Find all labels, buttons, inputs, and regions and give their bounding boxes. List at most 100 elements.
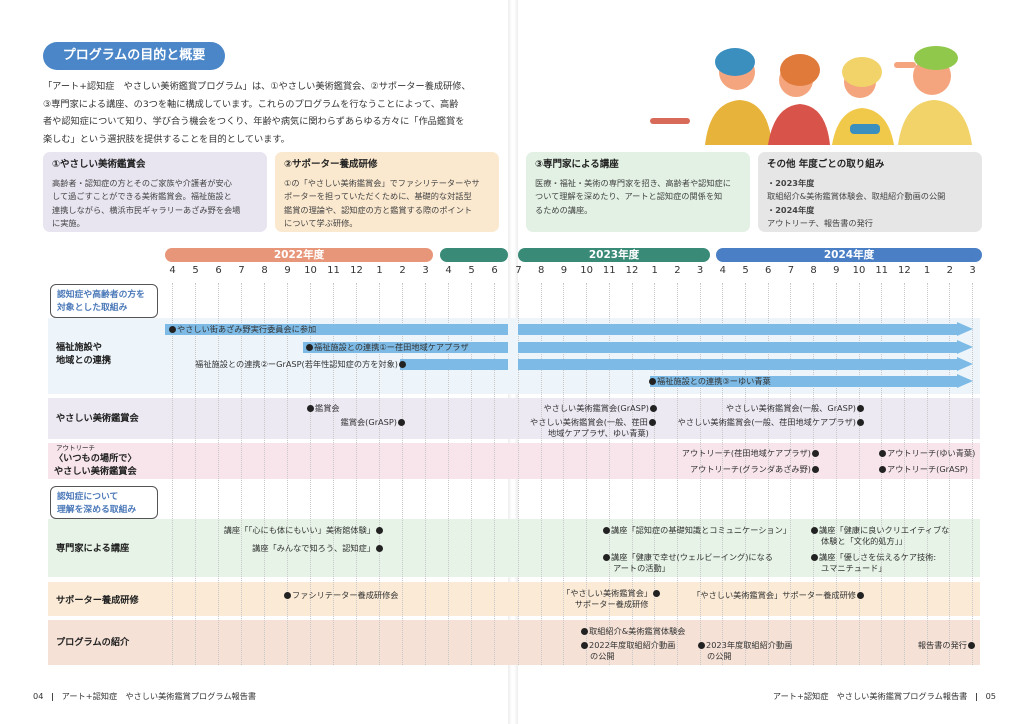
dot-icon	[284, 592, 291, 599]
row-bg-intro	[48, 620, 980, 665]
dot-icon	[376, 527, 383, 534]
month-label: 1	[376, 265, 383, 276]
event-y5: やさしい美術鑑賞会(一般、GrASP)	[700, 403, 865, 414]
event-w2: 福祉施設との連携①ー荏田地域ケアプラザ	[305, 342, 469, 353]
row-bg-lectures	[48, 519, 980, 577]
month-label: 6	[215, 265, 222, 276]
dot-icon	[650, 405, 657, 412]
month-gridline	[448, 283, 449, 665]
dot-icon	[399, 361, 406, 368]
timeline-bar-w2-right	[518, 342, 958, 353]
event-o4: アウトリーチ(GrASP)	[878, 464, 968, 475]
arrow-head-icon	[957, 322, 973, 336]
timeline-bar-w1-right	[518, 324, 958, 335]
month-label: 3	[422, 265, 429, 276]
section-title: プログラムの目的と概要	[43, 42, 225, 70]
dot-icon	[811, 527, 818, 534]
dot-icon	[698, 642, 705, 649]
month-label: 5	[468, 265, 475, 276]
month-label: 5	[742, 265, 749, 276]
dot-icon	[968, 642, 975, 649]
month-label: 2	[399, 265, 406, 276]
timeline-bar-w2-left	[303, 342, 508, 353]
dot-icon	[857, 419, 864, 426]
month-label: 5	[192, 265, 199, 276]
arrow-head-icon	[957, 374, 973, 388]
month-label: 10	[852, 265, 866, 276]
timeline-bar-w1-left	[165, 324, 508, 335]
dot-icon	[811, 554, 818, 561]
year-2024-bar: 2024年度	[716, 248, 982, 262]
intro-text: 「アート+認知症 やさしい美術鑑賞プログラム」は、①やさしい美術鑑賞会、②サポー…	[43, 81, 471, 145]
dot-icon	[603, 554, 610, 561]
row-label-outreach: アウトリーチ 〈いつもの場所で〉 やさしい美術鑑賞会	[54, 444, 137, 477]
row-bg-supporter	[48, 582, 980, 616]
month-gridline	[425, 283, 426, 665]
event-l2: 講座「みんなで知ろう、認知症」	[200, 543, 384, 554]
month-gridline	[699, 283, 701, 665]
month-label: 1	[923, 265, 931, 276]
month-gridline	[881, 283, 883, 665]
event-s3: 「やさしい美術鑑賞会」サポーター養成研修	[660, 590, 865, 601]
row-label-program-intro: プログラムの紹介	[56, 637, 130, 648]
year-2023-bar: 2023年度	[518, 248, 710, 262]
dot-icon	[169, 326, 176, 333]
event-l6: 講座「優しさを伝えるケア技術:ユマニチュード」	[810, 552, 936, 574]
month-label: 8	[261, 265, 268, 276]
month-label: 2	[674, 265, 681, 276]
month-label: 12	[350, 265, 363, 276]
event-y1: 鑑賞会	[306, 403, 340, 414]
month-label: 9	[833, 265, 840, 276]
month-gridline	[586, 283, 588, 665]
card-yasashii-kanshokai: ①やさしい美術鑑賞会 高齢者・認知症の方とそのご家族や介護者が安心 して過ごすこ…	[43, 152, 267, 232]
month-label: 11	[327, 265, 340, 276]
elderly-people-illustration	[650, 46, 972, 145]
month-label: 12	[898, 265, 911, 276]
month-label: 7	[238, 265, 245, 276]
month-label: 10	[304, 265, 317, 276]
event-w1: やさしい街あざみ野実行委員会に参加	[168, 324, 316, 335]
event-y6: やさしい美術鑑賞会(一般、荏田地域ケアプラザ)	[660, 417, 865, 428]
month-gridline	[379, 283, 380, 665]
row-label-supporter: サポーター養成研修	[56, 595, 139, 606]
event-p2: 2022年度取組紹介動画の公開	[580, 640, 675, 662]
month-gridline	[471, 283, 472, 665]
month-label: 3	[969, 265, 976, 276]
month-gridline	[264, 283, 265, 665]
arrow-head-icon	[957, 340, 973, 354]
dot-icon	[879, 450, 886, 457]
dot-icon	[307, 405, 314, 412]
month-label: 4	[445, 265, 452, 276]
dot-icon	[306, 344, 313, 351]
month-gridline	[654, 283, 656, 665]
timeline-bar-w4	[650, 376, 958, 387]
month-label: 8	[538, 265, 545, 276]
page-number-left: 04	[33, 691, 44, 701]
event-p3: 2023年度取組紹介動画の公開	[697, 640, 792, 662]
month-gridline	[631, 283, 633, 665]
event-l4: 講座「健康で幸せ(ウェルビーイング)になるアートの活動」	[602, 552, 773, 574]
month-label: 7	[515, 265, 522, 276]
dot-icon	[812, 450, 819, 457]
category-understanding-dementia: 認知症について 理解を深める取組み	[50, 486, 158, 519]
month-gridline	[676, 283, 678, 665]
dot-icon	[398, 419, 405, 426]
month-gridline	[926, 283, 928, 665]
month-label: 4	[719, 265, 726, 276]
month-gridline	[195, 283, 196, 665]
card-other-activities: その他 年度ごとの取り組み ・2023年度 取組紹介&美術鑑賞体験会、取組紹介動…	[758, 152, 982, 232]
event-w3: 福祉施設との連携②ーGrASP(若年性認知症の方を対象)	[180, 359, 407, 370]
month-label: 10	[580, 265, 593, 276]
footer-left: 04 | アート+認知症 やさしい美術鑑賞プログラム報告書	[33, 691, 257, 701]
dot-icon	[581, 642, 588, 649]
timeline-bar-w3-left	[400, 359, 508, 370]
dot-icon	[648, 419, 656, 426]
card-supporter-training: ②サポーター養成研修 ①の「やさしい美術鑑賞会」でファシリテーターやサ ポーター…	[275, 152, 499, 232]
month-gridline	[949, 283, 951, 665]
dot-icon	[879, 466, 886, 473]
page-number-right: 05	[985, 691, 996, 701]
month-label: 11	[602, 265, 616, 276]
dot-icon	[857, 592, 864, 599]
month-gridline	[287, 283, 288, 665]
event-s1: ファシリテーター養成研修会	[283, 590, 398, 601]
